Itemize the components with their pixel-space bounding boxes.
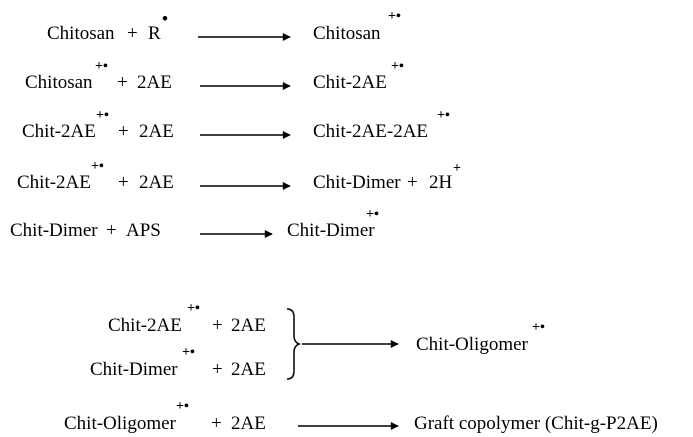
r2-reagent: 2AE: [137, 72, 172, 93]
r4-product-extra-mark: +: [453, 161, 461, 176]
r4-plus: +: [118, 172, 129, 193]
combined-reagent-2: 2AE: [231, 359, 266, 380]
r1-reactant: Chitosan: [47, 23, 115, 44]
right-brace: [286, 308, 302, 380]
final-plus: +: [211, 413, 222, 434]
r5-product-mark: +•: [366, 207, 379, 222]
combined-plus-2: +: [212, 359, 223, 380]
r2-product-mark: +•: [391, 59, 404, 74]
combined-reactant-1: Chit-2AE: [108, 315, 182, 336]
r1-product-mark: +•: [388, 9, 401, 24]
r4-product: Chit-Dimer: [313, 172, 401, 193]
r4-reagent: 2AE: [139, 172, 174, 193]
r2-product: Chit-2AE: [313, 72, 387, 93]
r4-reactant: Chit-2AE: [17, 172, 91, 193]
combined-plus-1: +: [212, 315, 223, 336]
r3-reagent: 2AE: [139, 121, 174, 142]
combined-reactant-2: Chit-Dimer: [90, 359, 178, 380]
r3-reactant: Chit-2AE: [22, 121, 96, 142]
r4-product-plus: +: [407, 172, 418, 193]
r3-plus: +: [118, 121, 129, 142]
r3-product: Chit-2AE-2AE: [313, 121, 429, 142]
r2-reactant: Chitosan: [25, 72, 93, 93]
combined-reactant-2-mark: +•: [182, 345, 195, 360]
final-product: Graft copolymer (Chit-g-P2AE): [414, 413, 658, 434]
r2-reactant-mark: +•: [95, 59, 108, 74]
r2-plus: +: [117, 72, 128, 93]
combined-product-mark: +•: [532, 320, 545, 335]
r1-plus: +: [127, 23, 138, 44]
final-reactant-mark: +•: [176, 399, 189, 414]
final-reactant: Chit-Oligomer: [64, 413, 176, 434]
r4-product-extra: 2H: [429, 172, 453, 193]
r5-plus: +: [106, 220, 117, 241]
r5-reactant: Chit-Dimer: [10, 220, 98, 241]
r5-reagent: APS: [126, 220, 161, 241]
r3-product-mark: +•: [437, 108, 450, 123]
r3-reactant-mark: +•: [96, 108, 109, 123]
final-reagent: 2AE: [231, 413, 266, 434]
r1-reagent-radical-mark: •: [162, 9, 168, 28]
combined-reagent-1: 2AE: [231, 315, 266, 336]
r1-reagent: R: [148, 23, 161, 44]
combined-reactant-1-mark: +•: [187, 301, 200, 316]
combined-product: Chit-Oligomer: [416, 334, 528, 355]
r5-product: Chit-Dimer: [287, 220, 375, 241]
r1-product: Chitosan: [313, 23, 381, 44]
r4-reactant-mark: +•: [91, 159, 104, 174]
